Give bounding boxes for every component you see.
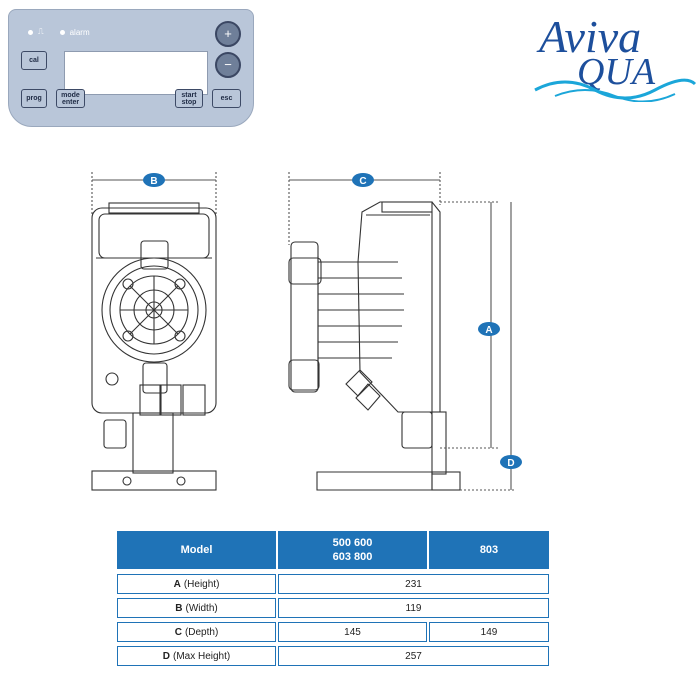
pump-dimension-drawing: B C A D xyxy=(91,172,522,491)
minus-icon: − xyxy=(224,57,232,72)
plus-button[interactable]: + xyxy=(215,21,241,47)
header-model-803-text: 803 xyxy=(479,544,499,556)
prog-button[interactable]: prog xyxy=(21,89,47,108)
cal-button-label: cal xyxy=(29,57,39,64)
row-value-a: 231 xyxy=(278,574,549,594)
esc-button-label: esc xyxy=(220,95,233,102)
header-model-803: 803 xyxy=(429,531,549,569)
dimension-b-label: B xyxy=(150,176,157,187)
header-model-text: Model xyxy=(180,544,213,556)
header-models-group-1: 500 600 603 800 xyxy=(278,531,427,569)
row-desc-a: (Height) xyxy=(183,578,220,590)
dimension-d-label: D xyxy=(507,458,514,469)
row-value-b: 119 xyxy=(278,598,549,618)
side-view xyxy=(288,172,515,491)
row-value-c-2-text: 149 xyxy=(480,626,498,638)
row-value-a-text: 231 xyxy=(405,578,422,590)
start-label: start xyxy=(181,91,197,99)
dimension-labels: B C A D xyxy=(143,173,522,469)
row-letter-c: C xyxy=(174,626,182,638)
mode-label: mode xyxy=(61,91,80,99)
header-models-line1: 500 600 xyxy=(332,537,373,549)
front-view xyxy=(91,172,217,491)
alarm-label: alarm xyxy=(69,27,90,37)
row-label-d: D (Max Height) xyxy=(117,646,276,666)
logo-word-aviva: Aviva xyxy=(536,11,641,62)
row-value-c-1: 145 xyxy=(278,622,427,642)
logo-wave-small-icon xyxy=(554,89,676,102)
row-value-d-text: 257 xyxy=(405,650,422,662)
row-letter-d: D xyxy=(162,650,170,662)
pulse-symbol-icon: ⎍ xyxy=(38,27,44,36)
row-letter-a: A xyxy=(173,578,181,590)
row-letter-b: B xyxy=(175,602,183,614)
row-desc-d: (Max Height) xyxy=(172,650,231,662)
row-value-d: 257 xyxy=(278,646,549,666)
aviva-aqua-logo: Aviva QUA xyxy=(534,11,697,102)
row-label-b: B (Width) xyxy=(117,598,276,618)
header-models-line2: 603 800 xyxy=(332,551,373,563)
row-desc-c: (Depth) xyxy=(184,626,219,638)
pulse-led-icon xyxy=(28,29,33,35)
pump-control-panel: ⎍ alarm cal prog mode enter start stop e… xyxy=(8,9,254,127)
row-value-b-text: 119 xyxy=(405,602,422,614)
dimension-a-label: A xyxy=(485,325,492,336)
row-desc-b: (Width) xyxy=(185,602,218,614)
enter-label: enter xyxy=(61,98,80,106)
row-value-c-2: 149 xyxy=(429,622,549,642)
mode-enter-button[interactable]: mode enter xyxy=(56,89,85,108)
row-label-a: A (Height) xyxy=(117,574,276,594)
plus-icon: + xyxy=(224,26,232,41)
esc-button[interactable]: esc xyxy=(212,89,241,108)
stop-label: stop xyxy=(181,98,197,106)
start-stop-button[interactable]: start stop xyxy=(175,89,203,108)
minus-button[interactable]: − xyxy=(215,52,241,78)
lcd-display xyxy=(64,51,208,95)
header-model: Model xyxy=(117,531,276,569)
alarm-led-icon xyxy=(59,29,65,35)
indicator-row: ⎍ alarm xyxy=(28,27,90,37)
row-value-c-1-text: 145 xyxy=(344,626,361,638)
dimension-c-label: C xyxy=(359,176,366,187)
cal-button[interactable]: cal xyxy=(21,51,47,70)
row-label-c: C (Depth) xyxy=(117,622,276,642)
prog-button-label: prog xyxy=(26,95,42,102)
